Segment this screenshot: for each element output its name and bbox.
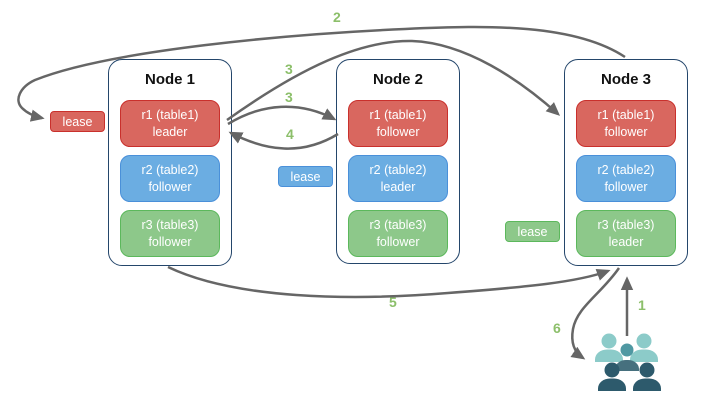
lease-label-r3: lease — [505, 221, 560, 242]
replica-range: r3 (table3) — [369, 218, 427, 232]
step-label-4: 4 — [286, 126, 294, 142]
users-icon — [595, 333, 661, 391]
arrow-step-3-to-node2 — [227, 105, 337, 126]
step-label-3b: 3 — [285, 89, 293, 105]
replica-range: r3 (table3) — [141, 218, 199, 232]
replica-role: leader — [380, 179, 416, 194]
replica-role: follower — [604, 179, 648, 194]
node-3-title: Node 3 — [600, 71, 651, 88]
replica-range: r2 (table2) — [369, 163, 427, 177]
node-3: Node 3 r1 (table1) follower r2 (table2) … — [564, 59, 688, 266]
node-2-replica-r1: r1 (table1) follower — [348, 100, 448, 147]
node-1-replica-r1: r1 (table1) leader — [120, 100, 220, 147]
replica-range: r2 (table2) — [597, 163, 655, 177]
replica-role: follower — [604, 124, 648, 139]
node-2-replica-r3: r3 (table3) follower — [348, 210, 448, 257]
step-label-1: 1 — [638, 297, 646, 313]
replica-role: follower — [148, 179, 192, 194]
node-3-replica-r2: r2 (table2) follower — [576, 155, 676, 202]
replica-range: r1 (table1) — [369, 108, 427, 122]
replica-range: r2 (table2) — [141, 163, 199, 177]
replica-role: leader — [608, 234, 644, 249]
lease-label-r2: lease — [278, 166, 333, 187]
node-2: Node 2 r1 (table1) follower r2 (table2) … — [336, 59, 460, 264]
node-1-replica-r2: r2 (table2) follower — [120, 155, 220, 202]
replica-range: r1 (table1) — [141, 108, 199, 122]
replica-role: follower — [376, 234, 420, 249]
arrow-step-5 — [167, 265, 611, 299]
node-1-replica-r3: r3 (table3) follower — [120, 210, 220, 257]
replica-role: leader — [152, 124, 188, 139]
step-label-3a: 3 — [285, 61, 293, 77]
step-label-5: 5 — [389, 294, 397, 310]
replica-role: follower — [376, 124, 420, 139]
replica-role: follower — [148, 234, 192, 249]
node-3-replica-r1: r1 (table1) follower — [576, 100, 676, 147]
step-label-6: 6 — [553, 320, 561, 336]
node-2-title: Node 2 — [372, 71, 423, 88]
node-1-title: Node 1 — [144, 71, 195, 88]
step-label-2: 2 — [333, 9, 341, 25]
replica-range: r1 (table1) — [597, 108, 655, 122]
arrow-step-4 — [228, 131, 339, 150]
node-3-replica-r3: r3 (table3) leader — [576, 210, 676, 257]
lease-label-r1: lease — [50, 111, 105, 132]
node-1: Node 1 r1 (table1) leader r2 (table2) fo… — [108, 59, 232, 266]
node-2-replica-r2: r2 (table2) leader — [348, 155, 448, 202]
replica-range: r3 (table3) — [597, 218, 655, 232]
